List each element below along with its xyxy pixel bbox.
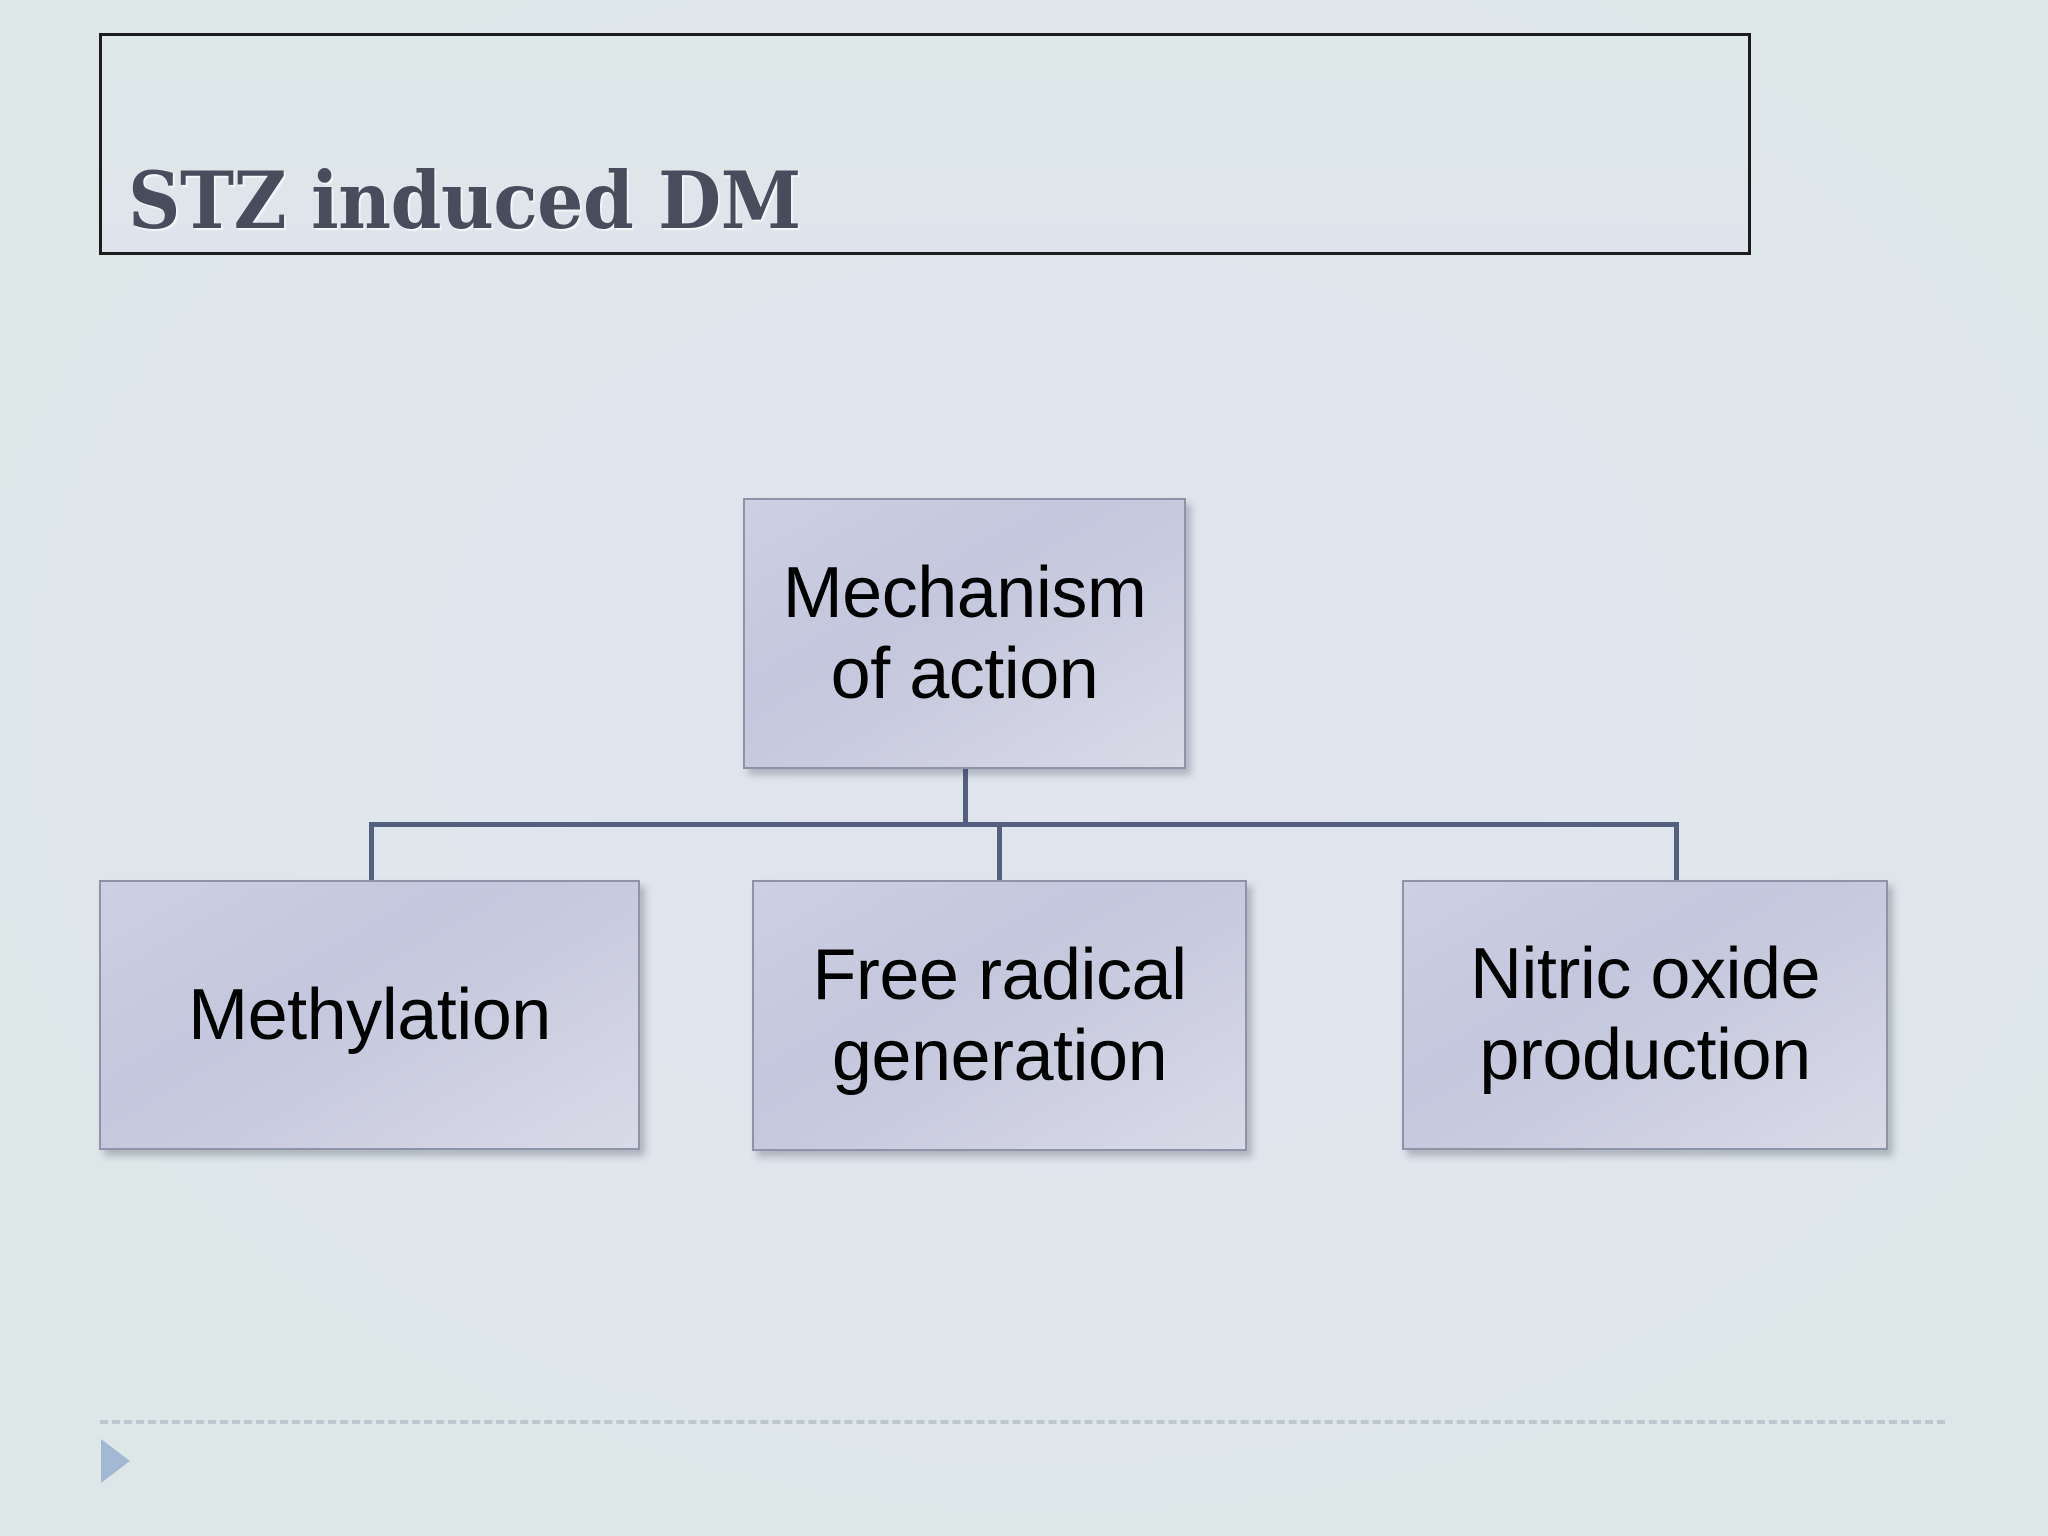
org-chart-node-free-radical-generation[interactable]: Free radical generation (752, 880, 1247, 1151)
connector-root-stem (963, 769, 968, 827)
connector-drop-methylation (369, 822, 374, 882)
page-title: STZ induced DM (128, 154, 801, 247)
connector-drop-nitric-oxide-production (1674, 822, 1679, 882)
slide-title-placeholder[interactable]: STZ induced DM (99, 33, 1751, 255)
org-chart-node-nitric-oxide-production-label: Nitric oxide production (1469, 934, 1821, 1095)
connector-drop-free-radical-generation (997, 822, 1002, 882)
org-chart-node-methylation-label: Methylation (188, 974, 551, 1055)
org-chart-node-root-label: Mechanism of action (782, 552, 1147, 714)
play-triangle-icon (101, 1439, 130, 1483)
org-chart-node-root[interactable]: Mechanism of action (743, 498, 1186, 769)
connector-horizontal-bus (369, 822, 1679, 827)
org-chart-node-free-radical-generation-label: Free radical generation (812, 934, 1187, 1096)
org-chart-node-methylation[interactable]: Methylation (99, 880, 640, 1150)
footer-divider (100, 1420, 1945, 1424)
org-chart-node-nitric-oxide-production[interactable]: Nitric oxide production (1402, 880, 1888, 1150)
